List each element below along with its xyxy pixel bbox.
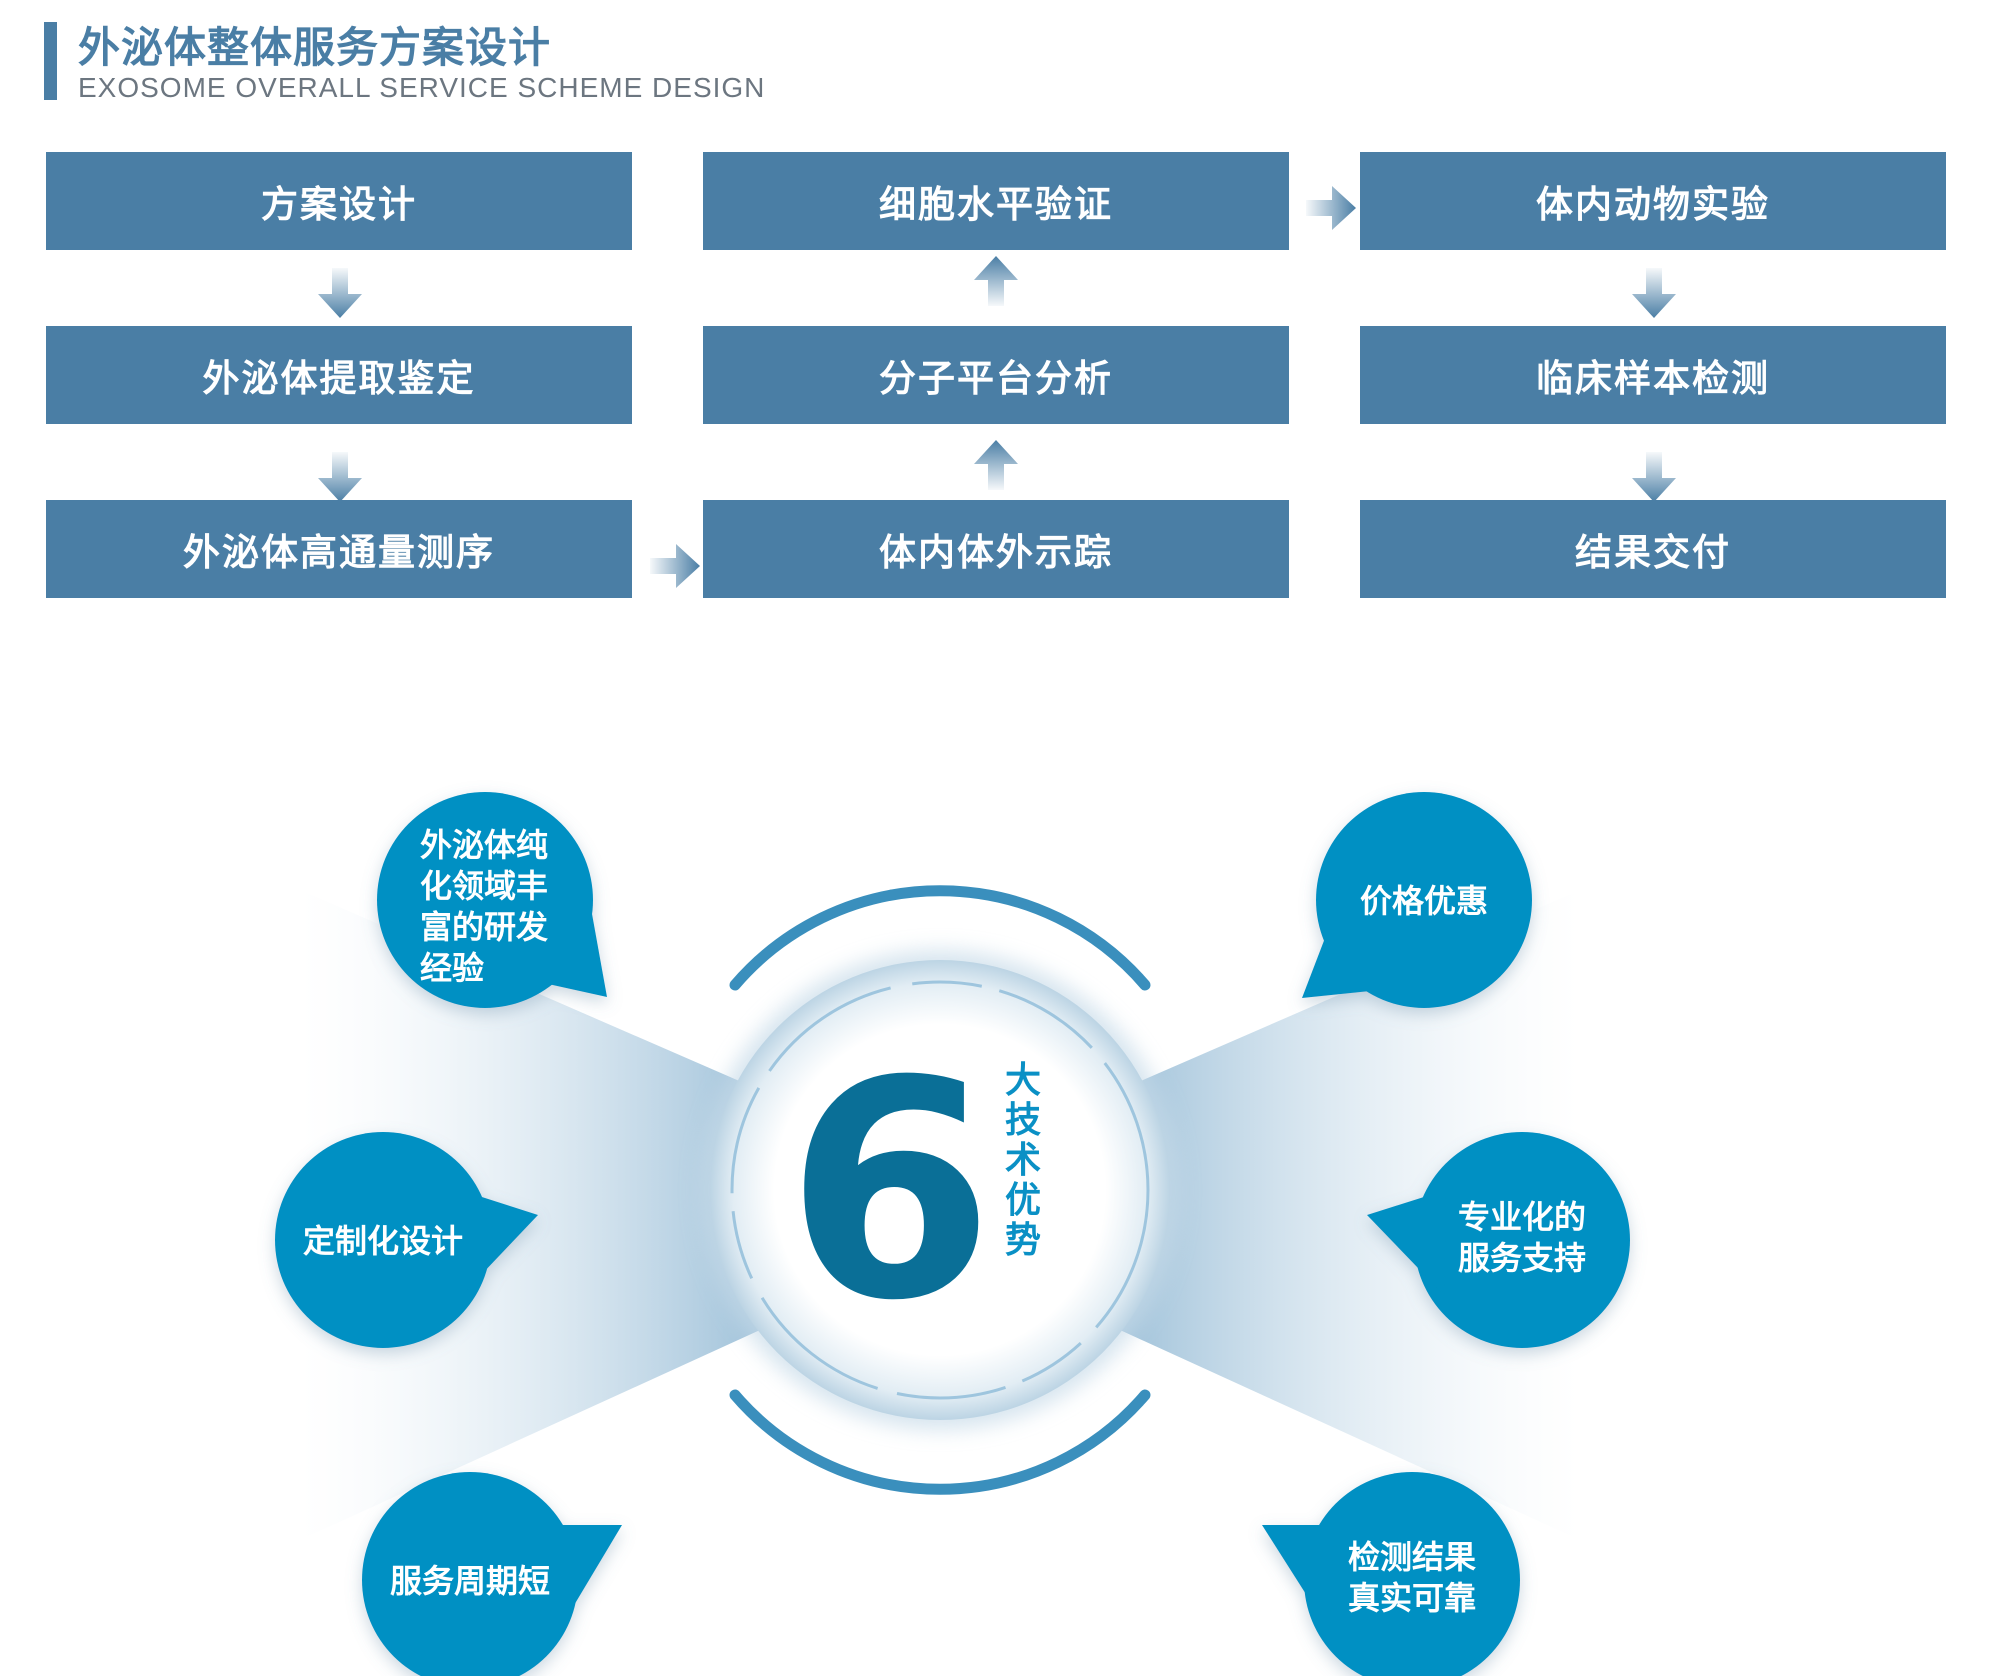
- advantage-bubble-custom-design: [275, 1132, 538, 1348]
- bubble-text-line: 服务支持: [1458, 1239, 1586, 1277]
- flow-step-exosome-extraction: 外泌体提取鉴定: [46, 326, 632, 424]
- outer-arc-top: [729, 885, 1151, 991]
- flow-step-scheme-design: 方案设计: [46, 152, 632, 250]
- chevron-arrow-icon: [974, 256, 1018, 306]
- title-accent-bar: [44, 22, 57, 100]
- bubble-text-line: 检测结果: [1348, 1538, 1476, 1576]
- advantage-label-char: 大: [1005, 1060, 1041, 1101]
- flow-step-clinical-sample-testing: 临床样本检测: [1360, 326, 1946, 424]
- chevron-arrow-icon: [1306, 186, 1356, 230]
- flow-step-cell-level-validation: 细胞水平验证: [703, 152, 1289, 250]
- center-circle: [710, 960, 1170, 1420]
- bubble-text-line: 价格优惠: [1360, 882, 1488, 920]
- page-subtitle: EXOSOME OVERALL SERVICE SCHEME DESIGN: [78, 72, 766, 103]
- bubble-text-line: 真实可靠: [1348, 1579, 1476, 1617]
- flow-step-high-throughput-sequencing: 外泌体高通量测序: [46, 500, 632, 598]
- bubble-text-line: 服务周期短: [390, 1562, 550, 1600]
- advantage-label-char: 技: [1005, 1100, 1041, 1141]
- advantage-bubble-short-service-cycle: [362, 1472, 622, 1676]
- flow-step-molecular-platform-analysis: 分子平台分析: [703, 326, 1289, 424]
- flow-step-in-vivo-in-vitro-tracing: 体内体外示踪: [703, 500, 1289, 598]
- bubble-text-line: 外泌体纯: [420, 826, 548, 864]
- flow-arrows: [318, 186, 1676, 588]
- outer-arc-bottom: [729, 1389, 1151, 1495]
- bubble-text-line: 专业化的: [1458, 1198, 1586, 1236]
- chevron-arrow-icon: [1632, 268, 1676, 318]
- flow-step-animal-experiment: 体内动物实验: [1360, 152, 1946, 250]
- center-dashed-ring: [730, 980, 1150, 1400]
- advantage-bubble-purification-experience: [377, 792, 607, 1008]
- chevron-arrow-icon: [974, 440, 1018, 490]
- bubble-text-line: 定制化设计: [303, 1222, 463, 1260]
- advantage-label-char: 优: [1005, 1180, 1041, 1221]
- chevron-arrow-icon: [650, 544, 700, 588]
- bubble-text-line: 富的研发: [420, 908, 548, 946]
- advantage-bubble-preferential-price: [1302, 792, 1532, 1008]
- advantage-label: 大技术优势: [1005, 1060, 1041, 1261]
- flow-step-result-delivery: 结果交付: [1360, 500, 1946, 598]
- advantage-bubble-professional-support: [1367, 1132, 1630, 1348]
- advantage-label-char: 术: [1005, 1140, 1041, 1181]
- advantage-bubble-reliable-results: [1262, 1472, 1520, 1676]
- chevron-arrow-icon: [318, 268, 362, 318]
- chevron-arrow-icon: [318, 452, 362, 502]
- chevron-arrow-icon: [1632, 452, 1676, 502]
- bubble-text-line: 化领域丰: [420, 867, 548, 905]
- advantage-count: 6: [786, 1017, 995, 1366]
- page-title: 外泌体整体服务方案设计: [78, 23, 552, 72]
- bubble-text-line: 经验: [420, 949, 484, 987]
- light-ray-right: [1120, 890, 1580, 1540]
- advantage-label-char: 势: [1005, 1220, 1041, 1261]
